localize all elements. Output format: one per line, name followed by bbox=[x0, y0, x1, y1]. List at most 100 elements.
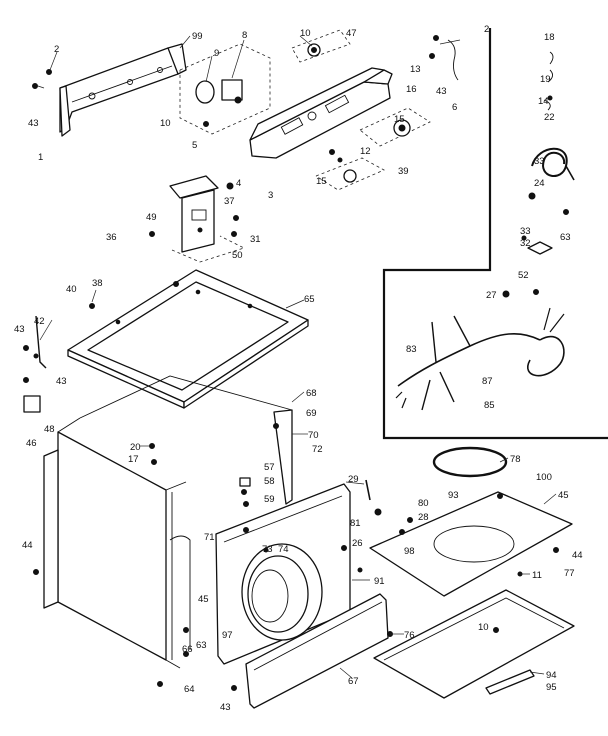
callout-label: 63 bbox=[560, 232, 571, 243]
callout-label: 71 bbox=[204, 532, 215, 543]
callout-label: 59 bbox=[264, 494, 275, 505]
seal-ring-part bbox=[432, 446, 508, 478]
callout-label: 91 bbox=[374, 576, 385, 587]
terminal-block-part bbox=[521, 235, 553, 255]
callout-label: 76 bbox=[404, 630, 415, 641]
panel-bracket-part bbox=[59, 43, 187, 137]
callout-label: 99 bbox=[192, 31, 203, 42]
callout-label: 50 bbox=[232, 250, 243, 261]
wiring-harness-part bbox=[395, 289, 565, 411]
small-knob-part bbox=[315, 157, 385, 191]
callout-label: 52 bbox=[518, 270, 529, 281]
callout-label: 1 bbox=[38, 152, 43, 163]
callout-label: 15 bbox=[394, 114, 405, 125]
callout-label: 63 bbox=[196, 640, 207, 651]
callout-label: 85 bbox=[484, 400, 495, 411]
callout-label: 83 bbox=[406, 344, 417, 355]
callout-label: 18 bbox=[544, 32, 555, 43]
callout-label: 40 bbox=[66, 284, 77, 295]
callout-label: 46 bbox=[26, 438, 37, 449]
callout-label: 43 bbox=[436, 86, 447, 97]
callout-label: 12 bbox=[360, 146, 371, 157]
fastener-part bbox=[203, 35, 461, 190]
callout-label: 43 bbox=[28, 118, 39, 129]
callout-label: 16 bbox=[406, 84, 417, 95]
callout-label: 11 bbox=[532, 570, 542, 581]
callout-label: 3 bbox=[268, 190, 273, 201]
callout-label: 57 bbox=[264, 462, 275, 473]
console-panel-part bbox=[249, 67, 393, 159]
fastener-part bbox=[157, 545, 393, 691]
callout-label: 47 bbox=[346, 28, 357, 39]
screw-part bbox=[89, 281, 179, 309]
callout-label: 28 bbox=[418, 512, 429, 523]
callout-label: 15 bbox=[316, 176, 327, 187]
callout-label: 43 bbox=[220, 702, 231, 713]
callout-label: 98 bbox=[404, 546, 415, 557]
callout-label: 72 bbox=[312, 444, 323, 455]
cord-clamp-part bbox=[543, 51, 554, 111]
callout-label: 58 bbox=[264, 476, 275, 487]
callout-label: 31 bbox=[250, 234, 261, 245]
callout-label: 77 bbox=[564, 568, 575, 579]
lid-switch-part bbox=[169, 175, 246, 263]
screw-part bbox=[149, 215, 239, 237]
callout-label: 32 bbox=[520, 238, 531, 249]
timer-assembly-part bbox=[179, 39, 271, 135]
callout-label: 81 bbox=[350, 518, 361, 529]
callout-label: 2 bbox=[484, 24, 489, 35]
callout-label: 37 bbox=[224, 196, 235, 207]
callout-label: 65 bbox=[304, 294, 315, 305]
callout-label: 87 bbox=[482, 376, 493, 387]
callout-label: 78 bbox=[510, 454, 521, 465]
callout-label: 38 bbox=[92, 278, 103, 289]
callout-label: 20 bbox=[130, 442, 141, 453]
leader-lines bbox=[39, 35, 557, 679]
callout-label: 67 bbox=[348, 676, 359, 687]
callout-label: 49 bbox=[146, 212, 157, 223]
callout-label: 48 bbox=[44, 424, 55, 435]
callout-label: 26 bbox=[352, 538, 363, 549]
callout-label: 66 bbox=[182, 644, 193, 655]
callout-label: 2 bbox=[54, 44, 59, 55]
screw-part bbox=[32, 51, 58, 89]
callout-label: 13 bbox=[410, 64, 421, 75]
callout-label: 5 bbox=[192, 140, 197, 151]
callout-label: 97 bbox=[222, 630, 233, 641]
callout-label: 17 bbox=[128, 454, 139, 465]
knob-part bbox=[291, 29, 351, 63]
callout-label: 27 bbox=[486, 290, 497, 301]
hinge-hardware-part bbox=[23, 315, 47, 413]
callout-label: 10 bbox=[300, 28, 311, 39]
power-cord-part bbox=[528, 147, 575, 215]
callout-label: 95 bbox=[546, 682, 557, 693]
callout-labels: 99 8 10 47 2 2 9 18 19 13 14 43 43 6 22 … bbox=[14, 24, 583, 713]
callout-label: 6 bbox=[452, 102, 457, 113]
callout-label: 44 bbox=[22, 540, 33, 551]
cabinet-part bbox=[43, 375, 293, 669]
callout-label: 24 bbox=[534, 178, 545, 189]
callout-label: 36 bbox=[106, 232, 117, 243]
callout-label: 14 bbox=[538, 96, 549, 107]
callout-label: 22 bbox=[544, 112, 555, 123]
callout-label: 42 bbox=[34, 316, 45, 327]
callout-label: 74 bbox=[278, 544, 289, 555]
callout-label: 69 bbox=[306, 408, 317, 419]
callout-label: 19 bbox=[540, 74, 551, 85]
callout-label: 73 bbox=[262, 544, 273, 555]
lid-hardware-part bbox=[357, 479, 413, 573]
callout-label: 45 bbox=[198, 594, 209, 605]
wiring-inset-frame bbox=[382, 28, 608, 440]
toe-panel-part bbox=[245, 593, 389, 709]
callout-label: 70 bbox=[308, 430, 319, 441]
screw-part bbox=[33, 423, 279, 657]
callout-label: 43 bbox=[56, 376, 67, 387]
callout-label: 4 bbox=[236, 178, 241, 189]
lid-cover-part bbox=[373, 589, 575, 699]
callout-label: 39 bbox=[398, 166, 409, 177]
callout-label: 80 bbox=[418, 498, 429, 509]
callout-label: 100 bbox=[536, 472, 552, 483]
callout-label: 10 bbox=[160, 118, 171, 129]
callout-label: 44 bbox=[572, 550, 583, 561]
